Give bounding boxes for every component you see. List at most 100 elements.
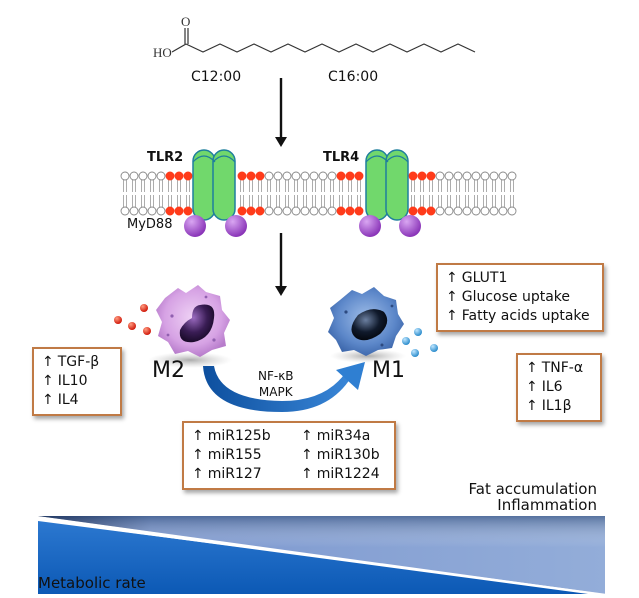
lipid-head-raft xyxy=(417,171,427,181)
marker-row: ↑IL6 xyxy=(526,378,592,397)
hydroxyl-label: HO xyxy=(153,45,172,60)
marker-il6: IL6 xyxy=(541,379,563,395)
m1-cytokines-box: ↑TNF-α ↑IL6 ↑IL1β xyxy=(516,353,602,422)
marker-tnf-alpha: TNF-α xyxy=(541,360,584,376)
lipid-head-raft xyxy=(255,171,265,181)
up-arrow-icon: ↑ xyxy=(526,360,538,376)
up-arrow-icon: ↑ xyxy=(42,392,54,408)
lipid-head xyxy=(462,206,472,216)
m2-label: M2 xyxy=(152,358,185,383)
marker-il4: IL4 xyxy=(57,392,79,408)
marker-row: ↑Fatty acids uptake xyxy=(446,307,594,326)
marker-row: ↑IL1β xyxy=(526,397,592,416)
lipid-head xyxy=(273,171,283,181)
inflammation-label: Inflammation xyxy=(497,496,597,514)
lipid-head xyxy=(291,171,301,181)
lipid-head xyxy=(264,171,274,181)
lipid-head xyxy=(498,206,508,216)
lipid-head-raft xyxy=(336,206,346,216)
down-arrow-icon xyxy=(275,233,287,296)
lipid-head xyxy=(327,171,337,181)
lipid-head-raft xyxy=(354,171,364,181)
up-arrow-icon: ↑ xyxy=(446,308,458,324)
up-arrow-icon: ↑ xyxy=(526,398,538,414)
lipid-head-raft xyxy=(345,206,355,216)
lipid-head xyxy=(318,171,328,181)
marker-row: ↑GLUT1 xyxy=(446,269,594,288)
lipid-head xyxy=(489,171,499,181)
up-arrow-icon: ↑ xyxy=(42,354,54,370)
lipid-head xyxy=(147,206,157,216)
m2-markers-box: ↑TGF-β ↑IL10 ↑IL4 xyxy=(32,347,122,416)
fat-accumulation-label: Fat accumulation xyxy=(468,480,598,498)
m1-secreted-particles xyxy=(402,328,438,357)
lipid-head xyxy=(147,171,157,181)
up-arrow-icon: ↑ xyxy=(192,447,204,463)
marker-row: ↑TGF-β xyxy=(42,353,112,372)
lipid-head xyxy=(435,206,445,216)
lipid-head xyxy=(300,206,310,216)
lipid-head xyxy=(309,171,319,181)
c12-label: C12:00 xyxy=(191,69,242,85)
lipid-head xyxy=(327,206,337,216)
lipid-head xyxy=(273,206,283,216)
lipid-head xyxy=(309,206,319,216)
up-arrow-icon: ↑ xyxy=(300,466,313,482)
m1-label: M1 xyxy=(372,358,405,383)
gradient-top-labels: Fat accumulation Inflammation xyxy=(469,481,598,513)
mirna-item: ↑miR127 xyxy=(192,465,277,484)
marker-tgf-beta: TGF-β xyxy=(57,354,100,370)
lipid-head-raft xyxy=(426,171,436,181)
lipid-head xyxy=(480,171,490,181)
lipid-head xyxy=(471,206,481,216)
mirna-item: ↑miR155 xyxy=(192,446,277,465)
mirna-item: ↑miR34a xyxy=(301,427,386,446)
carbonyl-label: O xyxy=(181,14,191,29)
m2-macrophage xyxy=(148,285,232,368)
lipid-head xyxy=(156,206,166,216)
up-arrow-icon: ↑ xyxy=(300,428,313,444)
pathway-label: NF-κB MAPK xyxy=(258,368,294,400)
lipid-head xyxy=(300,171,310,181)
marker-row: ↑Glucose uptake xyxy=(446,288,594,307)
mapk-label: MAPK xyxy=(258,385,293,399)
lipid-head-raft xyxy=(345,171,355,181)
lipid-head xyxy=(138,206,148,216)
mirna-item: ↑miR125b xyxy=(192,427,277,446)
m1-metabolism-box: ↑GLUT1 ↑Glucose uptake ↑Fatty acids upta… xyxy=(436,263,604,332)
lipid-head-raft xyxy=(408,171,418,181)
lipid-head-raft xyxy=(183,171,193,181)
lipid-head xyxy=(138,171,148,181)
lipid-head xyxy=(120,206,130,216)
lipid-head xyxy=(318,206,328,216)
lipid-head-raft xyxy=(174,171,184,181)
tlr4-receptor xyxy=(365,149,409,221)
mirna-item: ↑miR130b xyxy=(301,446,386,465)
lipid-head xyxy=(120,171,130,181)
lipid-head xyxy=(489,206,499,216)
mirna-label: miR130b xyxy=(316,447,380,463)
lipid-head-raft xyxy=(336,171,346,181)
lipid-head-raft xyxy=(246,171,256,181)
marker-row: ↑TNF-α xyxy=(526,359,592,378)
up-arrow-icon: ↑ xyxy=(192,428,204,444)
tlr2-label: TLR2 xyxy=(147,150,184,165)
lipid-head-raft xyxy=(255,206,265,216)
up-arrow-icon: ↑ xyxy=(446,289,458,305)
m2-secreted-particles xyxy=(114,304,151,335)
up-arrow-icon: ↑ xyxy=(446,270,458,286)
down-arrow-icon xyxy=(275,78,287,147)
lipid-head-raft xyxy=(237,171,247,181)
marker-glut1: GLUT1 xyxy=(461,270,508,286)
lipid-head xyxy=(480,206,490,216)
lipid-head xyxy=(507,171,517,181)
c16-label: C16:00 xyxy=(328,69,379,85)
nfkb-label: NF-κB xyxy=(258,369,294,383)
mirna-label: miR155 xyxy=(207,447,262,463)
lipid-head xyxy=(444,171,454,181)
gradient-bar xyxy=(37,516,606,597)
lipid-head xyxy=(282,206,292,216)
lipid-head xyxy=(129,206,139,216)
up-arrow-icon: ↑ xyxy=(526,379,538,395)
m2-to-m1-arrow-icon xyxy=(203,362,365,412)
